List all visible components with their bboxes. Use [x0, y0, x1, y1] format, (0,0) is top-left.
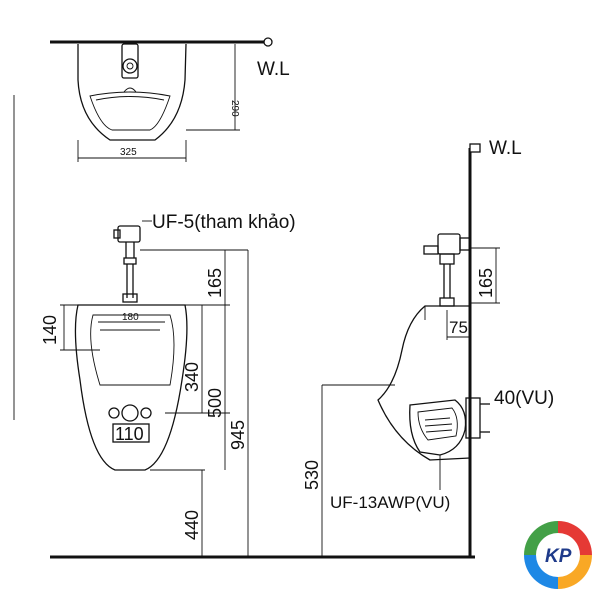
front-valve-body — [117, 225, 141, 243]
top-valve-body — [121, 43, 139, 79]
front-bowl-outline — [74, 304, 188, 471]
top-bowl-rim — [95, 96, 165, 101]
model-label-side: UF-13AWP(VU) — [330, 493, 450, 512]
side-outlet-flange — [465, 397, 481, 439]
wl-marker-side — [469, 143, 481, 153]
dim-front-total-height: 500 — [205, 388, 225, 418]
side-spud — [439, 297, 455, 307]
side-trap-inner — [417, 407, 458, 441]
pipe-size-label: 40(VU) — [494, 388, 554, 409]
outlet-box — [112, 423, 150, 443]
dim-top-depth: 290 — [229, 100, 240, 117]
front-bowl-inner — [90, 314, 175, 386]
top-valve-core-icon — [126, 62, 134, 70]
dim-side-offset: 75 — [449, 318, 468, 337]
top-bowl-outline — [77, 43, 187, 141]
dim-front-valve-height: 165 — [205, 268, 225, 298]
trap-hatch — [424, 417, 451, 421]
trap-hatch — [425, 429, 453, 433]
side-trap-outline — [409, 399, 467, 456]
logo-text: KP — [545, 546, 572, 567]
front-valve-handle — [113, 229, 121, 239]
dim-front-outlet: 110 — [115, 424, 144, 444]
side-valve-body — [437, 233, 461, 255]
side-view: W.L 40(VU) 165 75 530 — [302, 138, 554, 557]
dim-front-rim-height: 440 — [182, 510, 202, 540]
top-valve-icon — [122, 58, 138, 74]
top-view: W.L 325 290 — [50, 37, 290, 162]
dim-front-inner-height: 140 — [40, 315, 60, 345]
model-label-front: UF-5(tham khảo) — [152, 212, 296, 233]
dim-front-overall: 945 — [228, 420, 248, 450]
front-spud — [122, 293, 138, 303]
side-bowl-outline — [377, 305, 471, 461]
side-valve-connector — [459, 237, 471, 251]
front-view: UF-5(tham khảo) 180 110 140 — [40, 212, 296, 557]
top-spray-head — [123, 87, 137, 93]
wl-label-side: W.L — [489, 138, 522, 159]
outlet-hole-icon — [121, 404, 139, 422]
side-valve-neck — [439, 253, 455, 265]
side-valve-handle — [423, 245, 439, 255]
wl-marker-top — [263, 37, 273, 47]
wl-label-top: W.L — [257, 59, 290, 80]
top-bowl-inner — [89, 91, 171, 131]
dim-front-inner-width: 180 — [122, 312, 139, 323]
logo-center — [536, 533, 580, 577]
brand-logo: KP — [524, 521, 592, 589]
mount-hole-left-icon — [108, 407, 120, 419]
dim-top-width: 325 — [120, 147, 137, 158]
mount-hole-right-icon — [140, 407, 152, 419]
dim-side-valve-height: 165 — [476, 268, 496, 298]
dim-side-floor-to-outlet: 530 — [302, 460, 322, 490]
front-pipe-joint — [123, 257, 137, 265]
trap-hatch — [424, 423, 453, 427]
dim-front-upper-height: 340 — [182, 362, 202, 392]
